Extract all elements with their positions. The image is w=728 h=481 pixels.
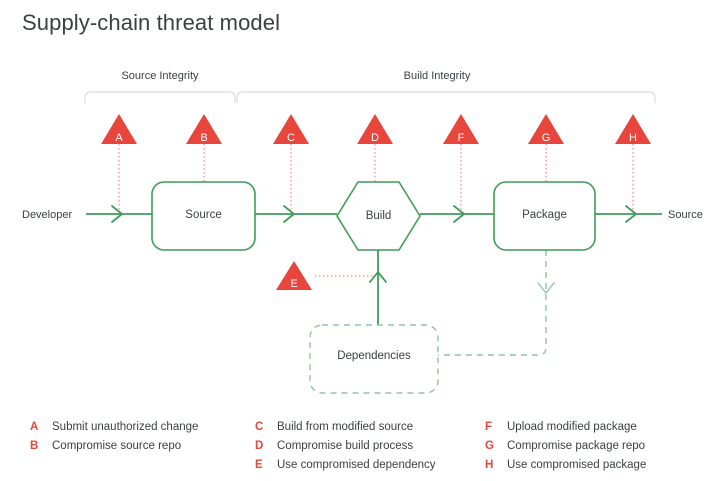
- threat-marker-e[interactable]: E: [276, 261, 312, 290]
- node-build[interactable]: Build: [336, 181, 421, 251]
- triangle-h-icon: [615, 114, 651, 144]
- triangle-d-letter: D: [371, 132, 379, 144]
- node-dependencies-label: Dependencies: [337, 350, 411, 362]
- legend-key: E: [255, 459, 263, 471]
- legend-text: Use compromised dependency: [277, 459, 436, 471]
- legend-text: Build from modified source: [277, 421, 414, 433]
- legend-item: C Build from modified source: [255, 421, 485, 438]
- legend-column-1: A Submit unauthorized change B Compromis…: [30, 421, 255, 476]
- node-source-label: Source: [185, 209, 221, 221]
- legend: A Submit unauthorized change B Compromis…: [30, 421, 710, 476]
- legend-key: C: [255, 421, 264, 433]
- node-package-label: Package: [522, 209, 567, 221]
- threat-droplines: [118, 144, 634, 277]
- group-label-build-integrity: Build Integrity: [404, 70, 471, 82]
- triangle-g-letter: G: [542, 132, 551, 144]
- node-package[interactable]: Package: [493, 181, 596, 251]
- arrowhead-dependencies-build: [369, 271, 387, 283]
- node-consumer-label: Source: [668, 209, 703, 221]
- node-source[interactable]: Source: [151, 181, 256, 251]
- node-source-shape: [151, 181, 256, 251]
- legend-key: F: [485, 421, 493, 433]
- triangle-b-icon: [186, 114, 222, 144]
- triangle-h-letter: H: [629, 132, 637, 144]
- legend-item: B Compromise source repo: [30, 440, 255, 457]
- node-build-shape: [336, 181, 421, 251]
- legend-key: G: [485, 440, 494, 452]
- node-dependencies[interactable]: Dependencies: [309, 324, 439, 394]
- triangle-f-icon: [443, 114, 479, 144]
- legend-text: Use compromised package: [507, 459, 647, 471]
- flow-edges: [86, 213, 662, 328]
- triangle-c-letter: C: [287, 132, 295, 144]
- legend-key: D: [255, 440, 264, 452]
- triangle-e-icon: [276, 261, 312, 290]
- threat-marker-h[interactable]: H: [615, 114, 651, 144]
- threat-marker-d[interactable]: D: [357, 114, 393, 144]
- group-bracket-build-integrity: [236, 91, 656, 103]
- triangle-g-icon: [528, 114, 564, 144]
- legend-text: Compromise source repo: [52, 440, 182, 452]
- arrowhead-package-dependencies: [537, 282, 555, 294]
- triangle-e-letter: E: [290, 278, 297, 290]
- triangle-d-icon: [357, 114, 393, 144]
- legend-column-3: F Upload modified package G Compromise p…: [485, 421, 710, 476]
- legend-item: D Compromise build process: [255, 440, 485, 457]
- triangle-a-letter: A: [115, 132, 123, 144]
- group-label-source-integrity: Source Integrity: [121, 70, 199, 82]
- legend-text: Submit unauthorized change: [52, 421, 199, 433]
- node-dependencies-shape: [309, 324, 439, 394]
- threat-marker-b[interactable]: B: [186, 114, 222, 144]
- threat-marker-a[interactable]: A: [101, 114, 137, 144]
- node-build-label: Build: [366, 210, 392, 222]
- legend-item: A Submit unauthorized change: [30, 421, 255, 438]
- edge-package-dependencies: [438, 250, 547, 356]
- legend-item: F Upload modified package: [485, 421, 710, 438]
- arrowhead-package-consumer: [625, 205, 637, 223]
- legend-key: B: [30, 440, 39, 452]
- legend-text: Upload modified package: [507, 421, 637, 433]
- page-title: Supply-chain threat model: [22, 10, 281, 35]
- flow-arrowheads: [111, 205, 637, 283]
- triangle-b-letter: B: [200, 132, 207, 144]
- group-bracket-source-integrity: [84, 91, 236, 103]
- legend-key: A: [30, 421, 39, 433]
- legend-column-2: C Build from modified source D Compromis…: [255, 421, 485, 476]
- threat-marker-c[interactable]: C: [273, 114, 309, 144]
- arrowhead-build-package: [453, 205, 465, 223]
- legend-item: H Use compromised package: [485, 459, 710, 476]
- legend-item: E Use compromised dependency: [255, 459, 485, 476]
- triangle-f-letter: F: [458, 132, 465, 144]
- arrowhead-source-build: [283, 205, 295, 223]
- triangle-a-icon: [101, 114, 137, 144]
- legend-text: Compromise package repo: [507, 440, 646, 452]
- legend-key: H: [485, 459, 494, 471]
- node-developer-label: Developer: [22, 209, 72, 221]
- legend-text: Compromise build process: [277, 440, 414, 452]
- legend-item: G Compromise package repo: [485, 440, 710, 457]
- threat-marker-g[interactable]: G: [528, 114, 564, 144]
- threat-marker-f[interactable]: F: [443, 114, 479, 144]
- node-package-shape: [493, 181, 596, 251]
- arrowhead-developer-source: [111, 205, 123, 223]
- triangle-c-icon: [273, 114, 309, 144]
